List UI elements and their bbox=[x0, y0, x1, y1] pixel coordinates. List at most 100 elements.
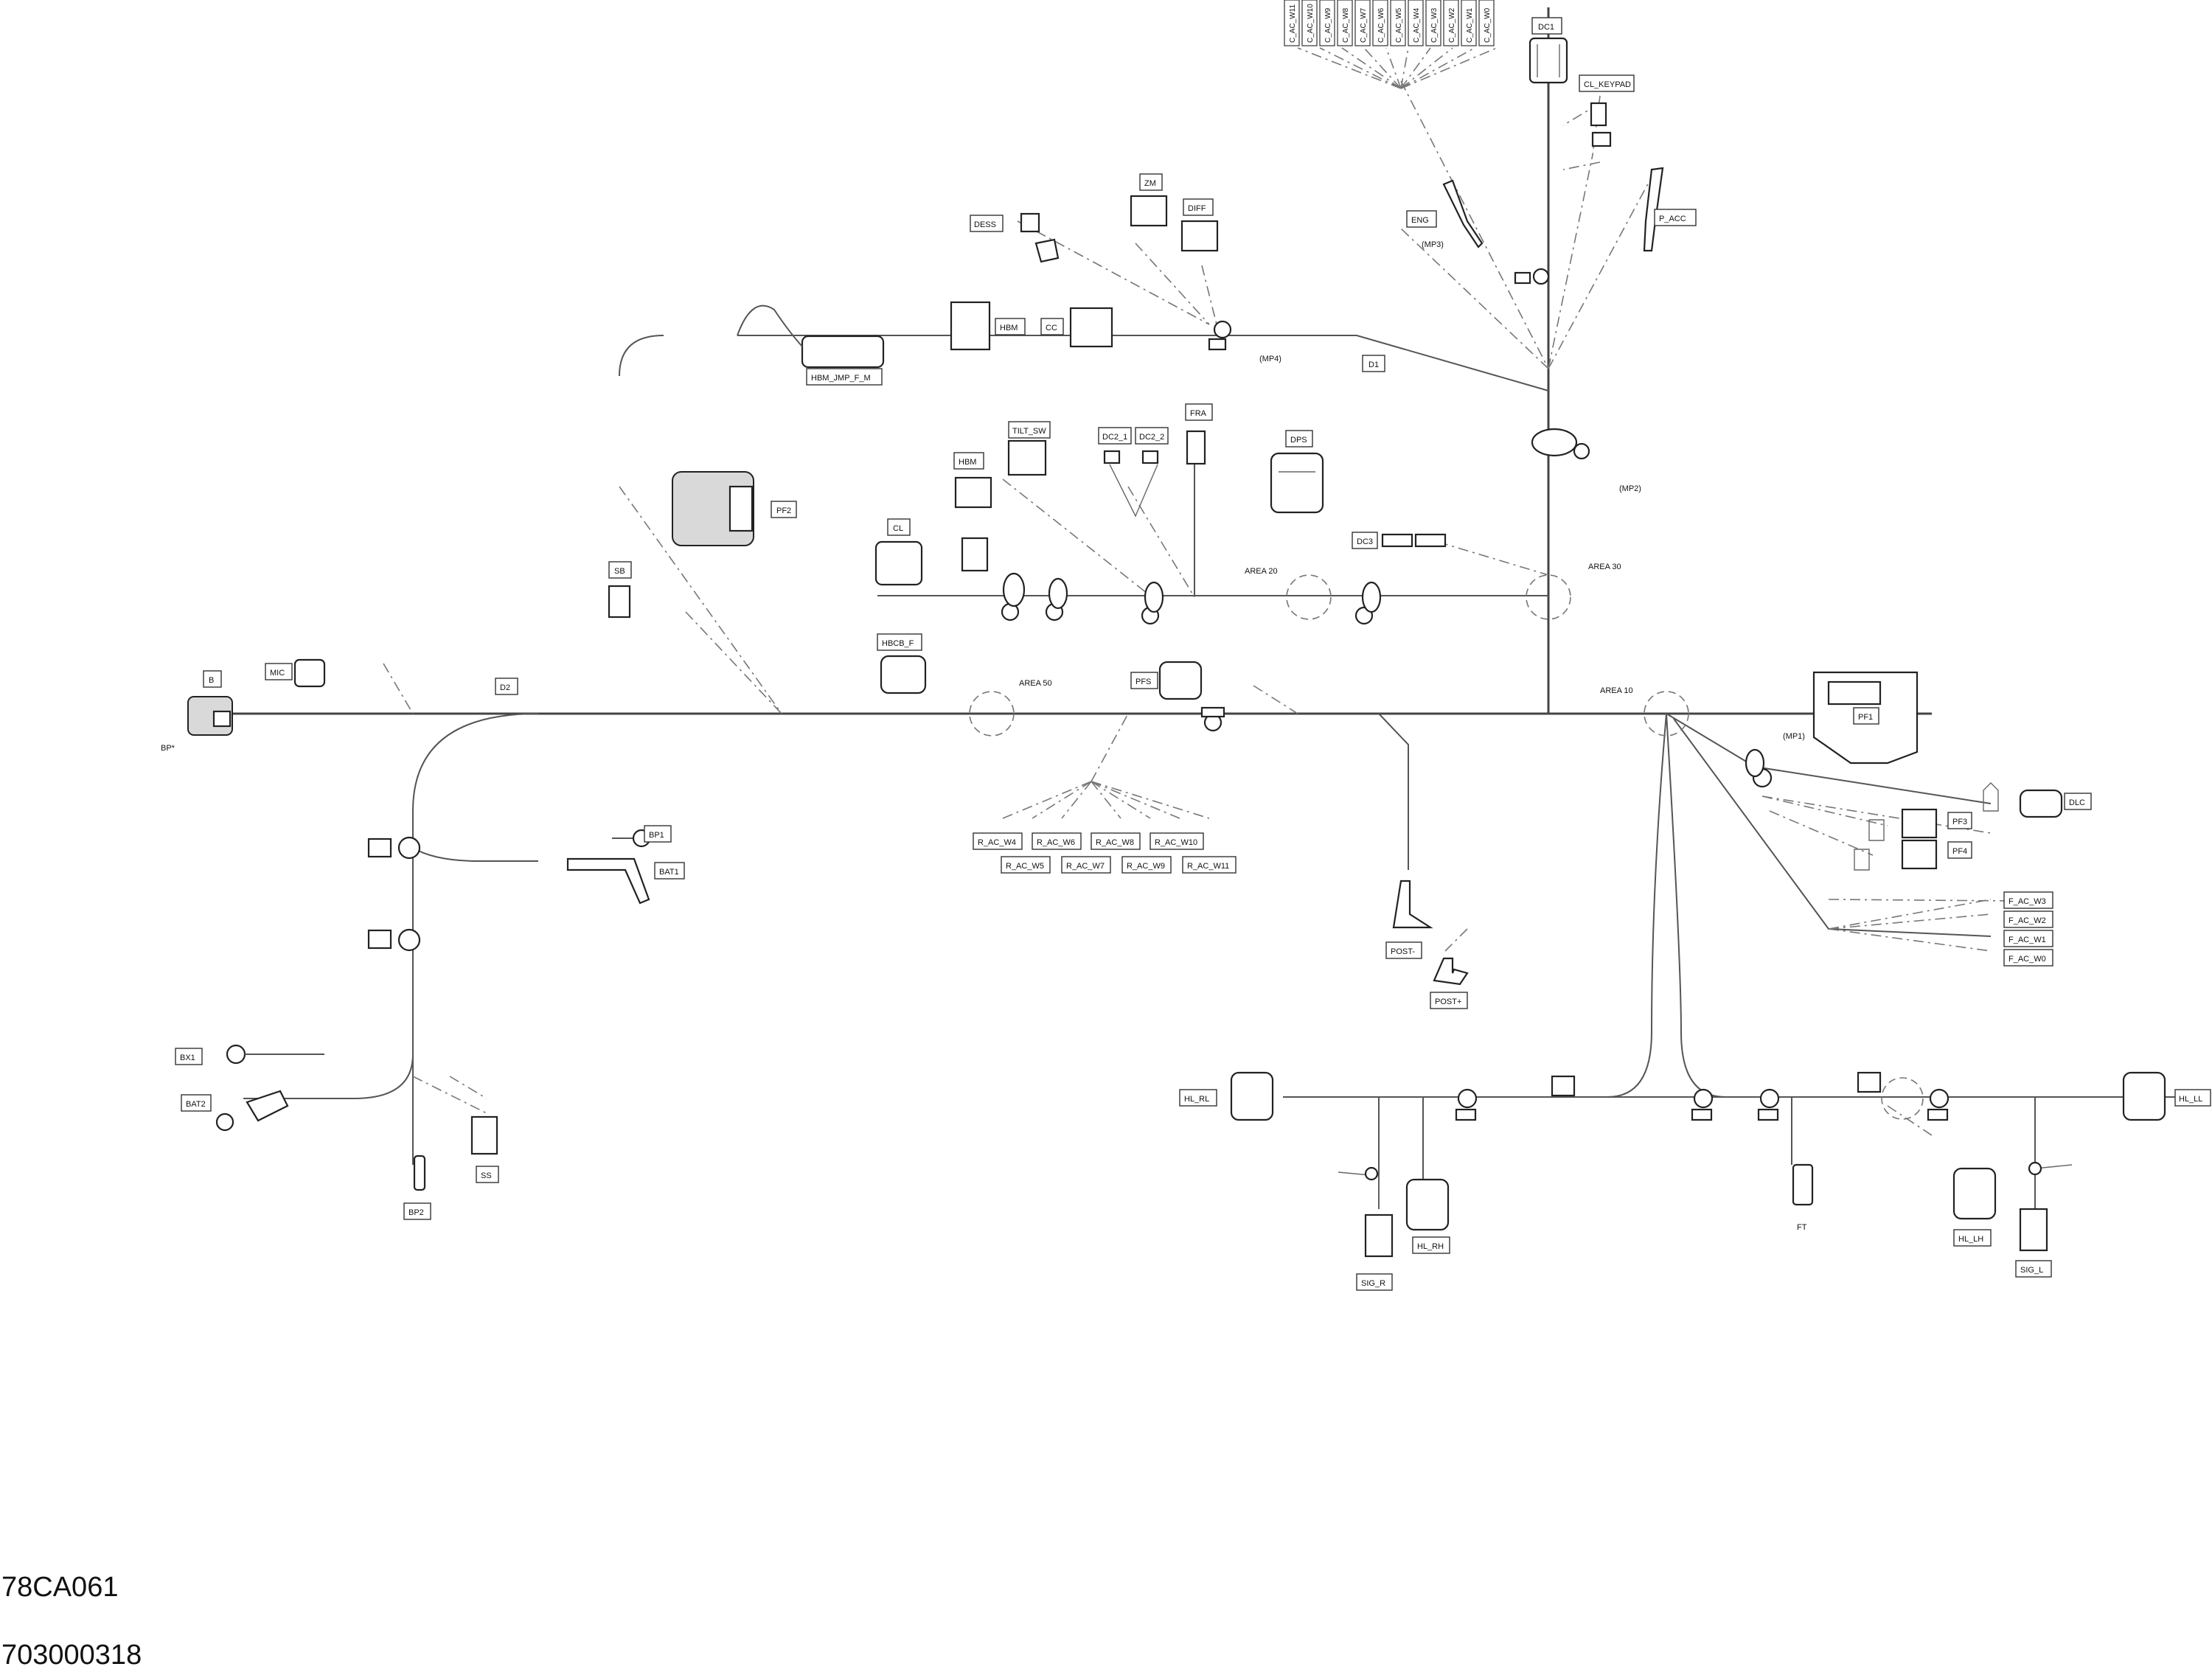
label-dess: DESS bbox=[970, 215, 1004, 232]
label-mic: MIC bbox=[265, 663, 293, 680]
label-pf2: PF2 bbox=[771, 501, 797, 518]
label-cl-keypad: CL_KEYPAD bbox=[1579, 74, 1635, 92]
note-mp1: (MP1) bbox=[1783, 732, 1805, 741]
label-sig-l: SIG_L bbox=[2015, 1260, 2052, 1278]
label-dps: DPS bbox=[1285, 430, 1313, 448]
leader-lines bbox=[383, 47, 2014, 1136]
svg-text:C_AC_W7: C_AC_W7 bbox=[1360, 7, 1368, 43]
svg-text:BAT1: BAT1 bbox=[659, 868, 679, 877]
note-area-20: AREA 20 bbox=[1245, 567, 1278, 576]
svg-text:C_AC_W8: C_AC_W8 bbox=[1342, 7, 1350, 43]
label-c-ac-w5: C_AC_W5 bbox=[1390, 0, 1406, 46]
label-tilt-sw: TILT_SW bbox=[1008, 421, 1051, 439]
label-dc2-1: DC2_1 bbox=[1098, 427, 1132, 445]
svg-text:PF4: PF4 bbox=[1952, 847, 1967, 856]
label-c-ac-w1: C_AC_W1 bbox=[1461, 0, 1477, 46]
svg-text:DC2_2: DC2_2 bbox=[1139, 433, 1164, 442]
area-and-mp-notes: (MP3) (MP4) (MP2) AREA 20 AREA 30 AREA 5… bbox=[161, 240, 1807, 1232]
label-d1: D1 bbox=[1362, 355, 1385, 372]
note-area-50: AREA 50 bbox=[1019, 679, 1052, 688]
note-mp4: (MP4) bbox=[1259, 355, 1281, 363]
label-c-ac-w8: C_AC_W8 bbox=[1337, 0, 1353, 46]
label-r-ac-w10: R_AC_W10 bbox=[1150, 832, 1204, 850]
label-c-ac-w0: C_AC_W0 bbox=[1478, 0, 1495, 46]
svg-text:PF3: PF3 bbox=[1952, 818, 1967, 826]
svg-text:DIFF: DIFF bbox=[1188, 204, 1206, 213]
note-mp2: (MP2) bbox=[1619, 484, 1641, 493]
area-markers bbox=[969, 574, 1924, 1120]
svg-text:HL_RL: HL_RL bbox=[1184, 1095, 1209, 1104]
svg-text:MIC: MIC bbox=[270, 669, 285, 678]
svg-text:DC3: DC3 bbox=[1357, 537, 1373, 546]
svg-text:BAT2: BAT2 bbox=[186, 1100, 206, 1109]
svg-text:SB: SB bbox=[614, 567, 625, 576]
note-area-10: AREA 10 bbox=[1600, 686, 1633, 695]
svg-text:CC: CC bbox=[1046, 324, 1057, 332]
part-number: 703000318 bbox=[1, 1640, 142, 1671]
svg-text:R_AC_W10: R_AC_W10 bbox=[1155, 838, 1197, 847]
svg-text:HBM: HBM bbox=[959, 458, 976, 467]
label-fra: FRA bbox=[1185, 403, 1213, 421]
label-c-ac-w10: C_AC_W10 bbox=[1301, 0, 1318, 46]
harness-trunk bbox=[221, 7, 2197, 1209]
svg-text:P_ACC: P_ACC bbox=[1659, 215, 1686, 223]
svg-text:C_AC_W5: C_AC_W5 bbox=[1395, 7, 1403, 43]
label-f-ac-w2: F_AC_W2 bbox=[2003, 910, 2053, 928]
svg-text:HBCB_F: HBCB_F bbox=[882, 639, 914, 648]
label-r-ac-w9: R_AC_W9 bbox=[1121, 856, 1172, 874]
label-c-ac-w3: C_AC_W3 bbox=[1425, 0, 1441, 46]
label-eng: ENG bbox=[1406, 210, 1437, 228]
label-bat1: BAT1 bbox=[654, 862, 685, 880]
note-ft: FT bbox=[1797, 1223, 1807, 1232]
note-bp-star: BP* bbox=[161, 744, 175, 753]
svg-text:R_AC_W5: R_AC_W5 bbox=[1006, 862, 1044, 871]
label-pf3: PF3 bbox=[1947, 812, 1972, 829]
svg-text:C_AC_W10: C_AC_W10 bbox=[1307, 4, 1315, 43]
svg-text:POST+: POST+ bbox=[1435, 997, 1461, 1006]
label-sb: SB bbox=[608, 561, 632, 579]
svg-text:F_AC_W1: F_AC_W1 bbox=[2008, 936, 2046, 944]
label-hbcb-f: HBCB_F bbox=[877, 633, 922, 651]
svg-text:PFS: PFS bbox=[1135, 678, 1151, 686]
label-pf1: PF1 bbox=[1853, 707, 1879, 725]
svg-text:C_AC_W0: C_AC_W0 bbox=[1484, 7, 1492, 43]
note-area-30: AREA 30 bbox=[1588, 563, 1621, 571]
svg-text:HL_LH: HL_LH bbox=[1958, 1235, 1983, 1244]
svg-text:SIG_L: SIG_L bbox=[2020, 1266, 2043, 1275]
label-cc: CC bbox=[1040, 318, 1064, 335]
label-c-ac-w11: C_AC_W11 bbox=[1284, 0, 1300, 46]
label-d2: D2 bbox=[495, 678, 518, 695]
svg-text:F_AC_W0: F_AC_W0 bbox=[2008, 955, 2046, 964]
label-f-ac-w3: F_AC_W3 bbox=[2003, 891, 2053, 909]
label-hl-ll: HL_LL bbox=[2174, 1089, 2211, 1107]
label-hbm-mid: HBM bbox=[953, 452, 984, 470]
label-diff: DIFF bbox=[1183, 198, 1214, 216]
label-zm: ZM bbox=[1139, 173, 1163, 191]
label-dc3: DC3 bbox=[1352, 532, 1378, 549]
label-dlc: DLC bbox=[2064, 793, 2092, 810]
top-wire-labels: C_AC_W11 C_AC_W10 C_AC_W9 C_AC_W8 C_AC_W… bbox=[1284, 0, 1495, 46]
svg-text:C_AC_W9: C_AC_W9 bbox=[1324, 7, 1332, 43]
label-bx1: BX1 bbox=[175, 1048, 203, 1065]
label-c-ac-w7: C_AC_W7 bbox=[1354, 0, 1371, 46]
svg-text:HBM_JMP_F_M: HBM_JMP_F_M bbox=[811, 374, 871, 383]
svg-text:C_AC_W1: C_AC_W1 bbox=[1466, 7, 1474, 43]
label-f-ac-w0: F_AC_W0 bbox=[2003, 949, 2053, 967]
svg-text:D1: D1 bbox=[1368, 361, 1379, 369]
label-ss: SS bbox=[476, 1166, 499, 1183]
svg-text:HBM: HBM bbox=[1000, 324, 1018, 332]
label-c-ac-w9: C_AC_W9 bbox=[1319, 0, 1335, 46]
svg-text:BP2: BP2 bbox=[408, 1208, 424, 1217]
label-bp1: BP1 bbox=[644, 825, 672, 843]
label-hbm-top: HBM bbox=[995, 318, 1026, 335]
svg-text:R_AC_W11: R_AC_W11 bbox=[1187, 862, 1229, 871]
svg-text:DPS: DPS bbox=[1290, 436, 1307, 445]
label-r-ac-w7: R_AC_W7 bbox=[1061, 856, 1111, 874]
label-r-ac-w5: R_AC_W5 bbox=[1001, 856, 1051, 874]
svg-text:C_AC_W3: C_AC_W3 bbox=[1430, 7, 1439, 43]
svg-text:FRA: FRA bbox=[1190, 409, 1207, 418]
svg-text:C_AC_W2: C_AC_W2 bbox=[1448, 7, 1456, 43]
label-bp2: BP2 bbox=[403, 1202, 431, 1220]
svg-text:DLC: DLC bbox=[2069, 798, 2085, 807]
